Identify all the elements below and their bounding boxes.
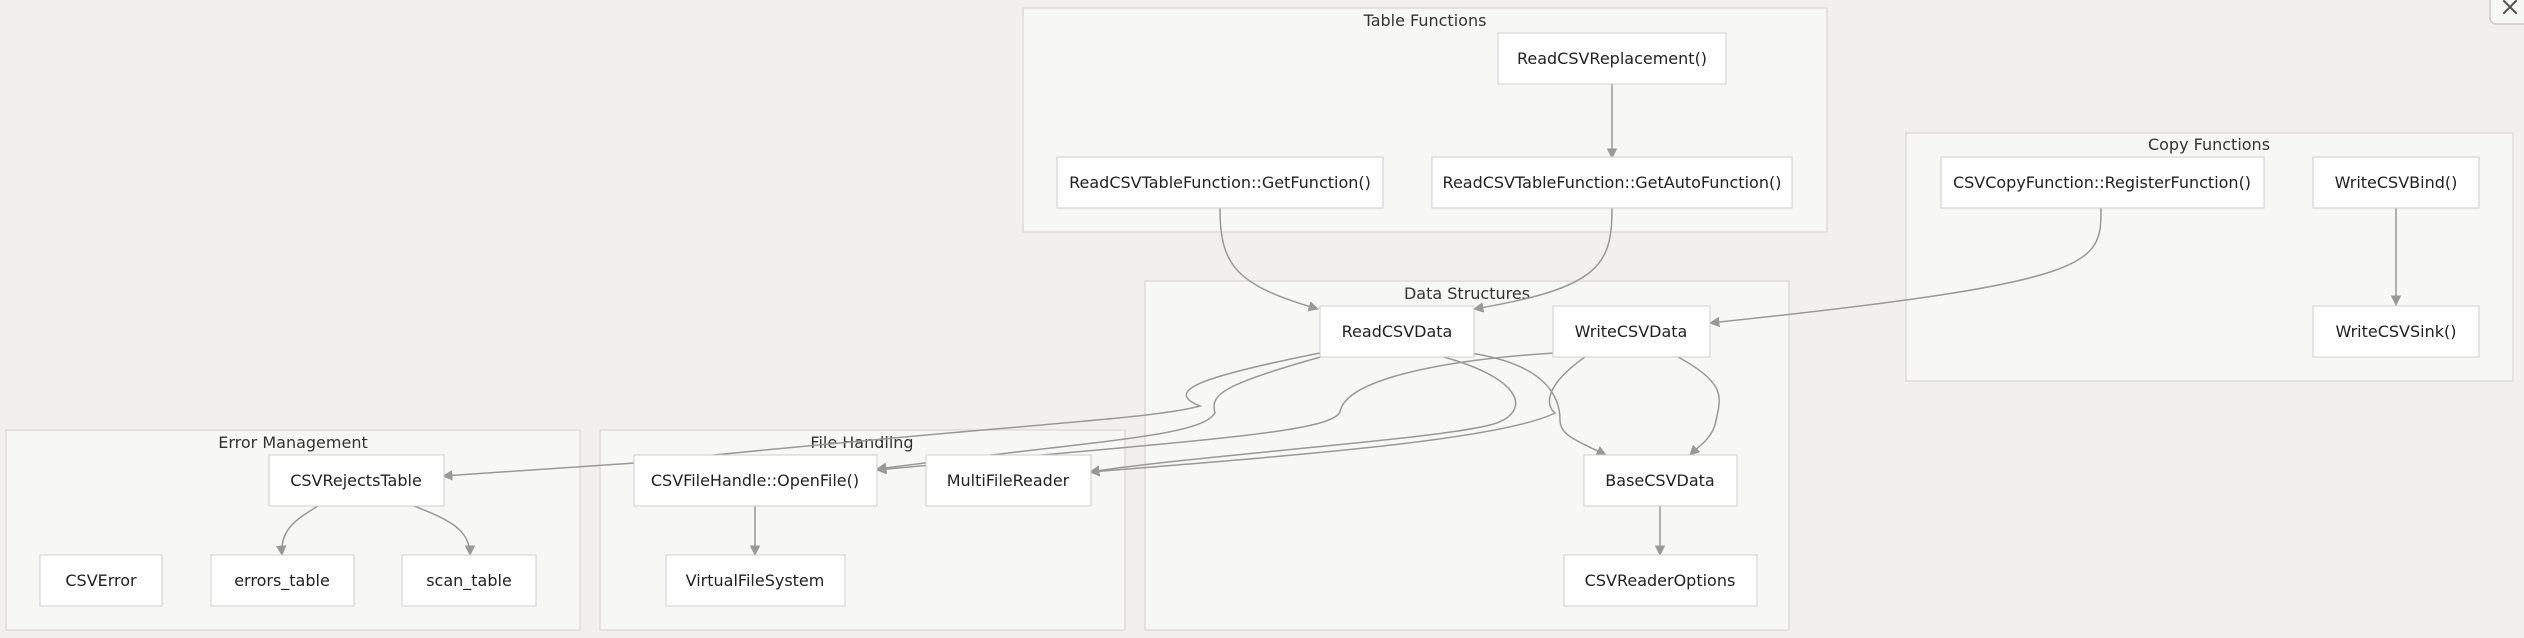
node-read-csv-replacement: ReadCSVReplacement() xyxy=(1497,32,1727,85)
node-virtual-file-system: VirtualFileSystem xyxy=(665,554,846,607)
close-icon[interactable] xyxy=(2489,0,2524,25)
edge-writecsvdata-to-multifile xyxy=(1088,356,1586,477)
svg-text:CSVReaderOptions: CSVReaderOptions xyxy=(1585,571,1736,590)
edge-readcsvdata-to-rejects xyxy=(441,352,1321,481)
group-title-error-management: Error Management xyxy=(218,433,367,452)
svg-text:BaseCSVData: BaseCSVData xyxy=(1605,471,1714,490)
edge-copyregister-to-writecsvdata xyxy=(1708,207,2102,328)
node-csv-copy-register: CSVCopyFunction::RegisterFunction() xyxy=(1940,156,2265,209)
edge-autofunction-to-readcsvdata xyxy=(1472,207,1613,313)
node-csv-file-handle-open: CSVFileHandle::OpenFile() xyxy=(633,454,878,507)
node-base-csv-data: BaseCSVData xyxy=(1583,454,1738,507)
node-scan-table: scan_table xyxy=(401,554,537,607)
edge-readcsvdata-to-openfile xyxy=(875,355,1325,473)
node-write-csv-sink: WriteCSVSink() xyxy=(2312,305,2480,358)
group-title-file-handling: File Handling xyxy=(810,433,913,452)
node-write-csv-data: WriteCSVData xyxy=(1552,305,1711,358)
svg-text:WriteCSVData: WriteCSVData xyxy=(1575,322,1688,341)
edge-readcsvdata-to-basecsvdata xyxy=(1469,352,1607,456)
edge-writecsvdata-to-openfile xyxy=(875,352,1556,475)
svg-text:ReadCSVReplacement(): ReadCSVReplacement() xyxy=(1517,49,1707,68)
edge-readcsvdata-to-multifile xyxy=(1088,355,1517,476)
svg-text:ReadCSVTableFunction::GetFunct: ReadCSVTableFunction::GetFunction() xyxy=(1069,173,1371,192)
group-title-data-structures: Data Structures xyxy=(1404,284,1530,303)
node-write-csv-bind: WriteCSVBind() xyxy=(2312,156,2480,209)
svg-text:ReadCSVData: ReadCSVData xyxy=(1342,322,1453,341)
svg-text:CSVError: CSVError xyxy=(65,571,137,590)
edge-getfunction-to-readcsvdata xyxy=(1219,207,1320,312)
node-read-csv-get-function: ReadCSVTableFunction::GetFunction() xyxy=(1056,156,1384,209)
svg-text:scan_table: scan_table xyxy=(426,571,512,591)
svg-text:CSVRejectsTable: CSVRejectsTable xyxy=(290,471,422,490)
edge-rejects-to-errors-table xyxy=(276,505,319,557)
node-read-csv-data: ReadCSVData xyxy=(1319,305,1475,358)
svg-text:MultiFileReader: MultiFileReader xyxy=(947,471,1070,490)
node-multi-file-reader: MultiFileReader xyxy=(925,454,1092,507)
svg-text:errors_table: errors_table xyxy=(234,571,330,591)
svg-text:ReadCSVTableFunction::GetAutoF: ReadCSVTableFunction::GetAutoFunction() xyxy=(1443,173,1782,192)
svg-text:VirtualFileSystem: VirtualFileSystem xyxy=(686,571,825,590)
node-csv-error: CSVError xyxy=(39,554,163,607)
node-csv-reader-options: CSVReaderOptions xyxy=(1563,554,1758,607)
svg-text:WriteCSVSink(): WriteCSVSink() xyxy=(2335,322,2456,341)
edges xyxy=(276,84,2402,557)
node-errors-table: errors_table xyxy=(210,554,355,607)
svg-text:WriteCSVBind(): WriteCSVBind() xyxy=(2335,173,2458,192)
edge-rejects-to-scan-table xyxy=(413,505,476,557)
svg-text:CSVFileHandle::OpenFile(): CSVFileHandle::OpenFile() xyxy=(651,471,859,490)
svg-text:CSVCopyFunction::RegisterFunct: CSVCopyFunction::RegisterFunction() xyxy=(1953,173,2251,192)
edge-writecsvdata-to-basecsvdata xyxy=(1677,356,1720,456)
node-read-csv-get-auto-function: ReadCSVTableFunction::GetAutoFunction() xyxy=(1431,156,1793,209)
group-title-copy-functions: Copy Functions xyxy=(2148,135,2270,154)
group-title-table-functions: Table Functions xyxy=(1363,11,1487,30)
node-csv-rejects-table: CSVRejectsTable xyxy=(268,454,445,507)
